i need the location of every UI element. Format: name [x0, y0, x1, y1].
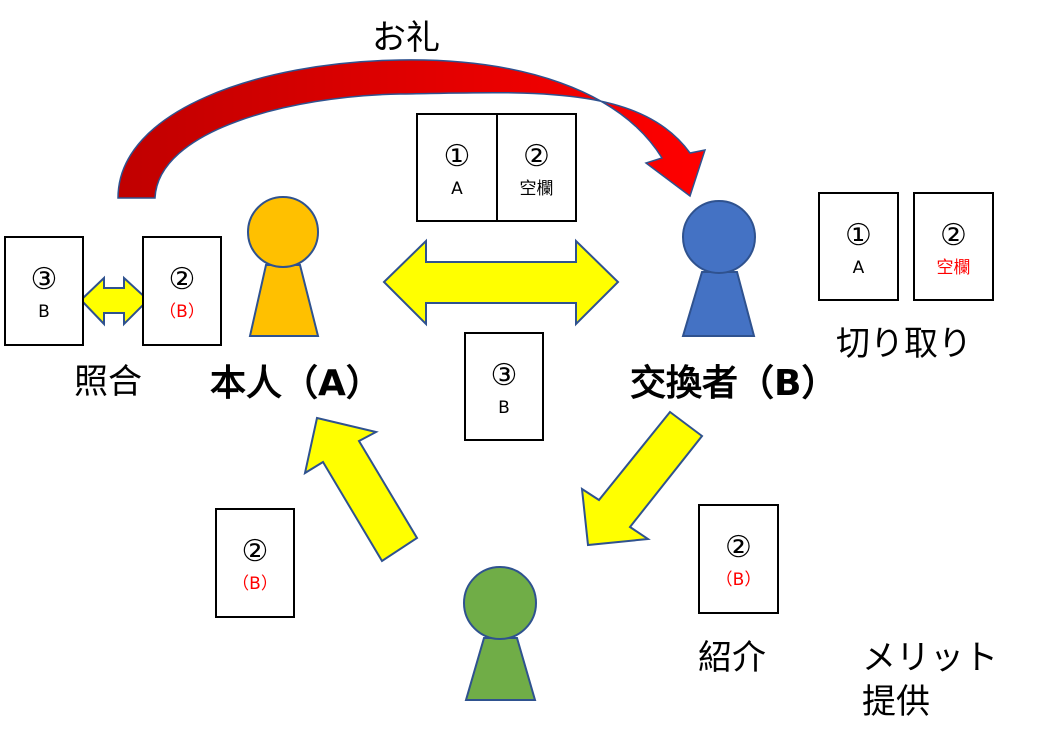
arrow-c-to-a — [303, 416, 419, 563]
card-number: ① — [845, 218, 872, 253]
card-cut-ticket-1: ① A — [818, 192, 899, 301]
card-exchange-ticket-2: ② 空欄 — [496, 113, 577, 222]
person-b-head — [682, 200, 756, 274]
card-number: ③ — [30, 262, 58, 297]
person-b-figure — [681, 200, 756, 337]
card-value: A — [451, 179, 463, 199]
card-number: ② — [241, 534, 269, 569]
person-c-head — [463, 566, 537, 640]
card-center-ticket-3: ③ B — [464, 332, 544, 441]
card-value: A — [852, 258, 865, 278]
verify-label: 照合 — [74, 362, 142, 402]
card-verify-ticket-2: ② （B） — [142, 236, 222, 346]
thanks-curved-arrow — [117, 59, 707, 199]
exchange-double-arrow — [382, 238, 620, 327]
person-a-label: 本人（A） — [210, 363, 382, 404]
card-intro-ticket-2: ② （B） — [698, 504, 779, 614]
person-a-body — [248, 264, 320, 337]
card-number: ② — [725, 530, 752, 565]
card-value: 空欄 — [936, 258, 971, 278]
merit-label-line2: 提供 — [862, 682, 930, 722]
card-value: （B） — [159, 302, 205, 322]
arrow-b-to-c — [580, 410, 704, 547]
person-a-head — [247, 196, 319, 268]
introduce-label: 紹介 — [698, 638, 766, 678]
card-value: B — [38, 302, 50, 322]
card-number: ② — [940, 218, 967, 253]
card-to-a-ticket-2: ② （B） — [215, 508, 295, 618]
person-b-label: 交換者（B） — [630, 363, 838, 404]
card-verify-ticket-3: ③ B — [4, 236, 84, 346]
card-value: （B） — [715, 570, 762, 590]
card-number: ① — [443, 139, 471, 174]
verify-double-arrow — [79, 275, 150, 327]
card-value: 空欄 — [519, 179, 554, 199]
card-number: ② — [168, 262, 196, 297]
card-exchange-ticket-1: ① A — [416, 113, 498, 222]
card-value: （B） — [232, 574, 278, 594]
card-number: ③ — [490, 358, 518, 393]
thanks-label: お礼 — [372, 18, 440, 58]
person-b-body — [681, 271, 756, 337]
card-number: ② — [523, 139, 550, 174]
card-cut-ticket-2: ② 空欄 — [913, 192, 994, 301]
person-a-figure — [247, 196, 320, 337]
card-value: B — [498, 398, 510, 418]
merit-label-line1: メリット — [862, 638, 998, 678]
person-c-figure — [463, 566, 537, 701]
person-c-body — [464, 637, 537, 701]
cutoff-label: 切り取り — [836, 324, 972, 364]
